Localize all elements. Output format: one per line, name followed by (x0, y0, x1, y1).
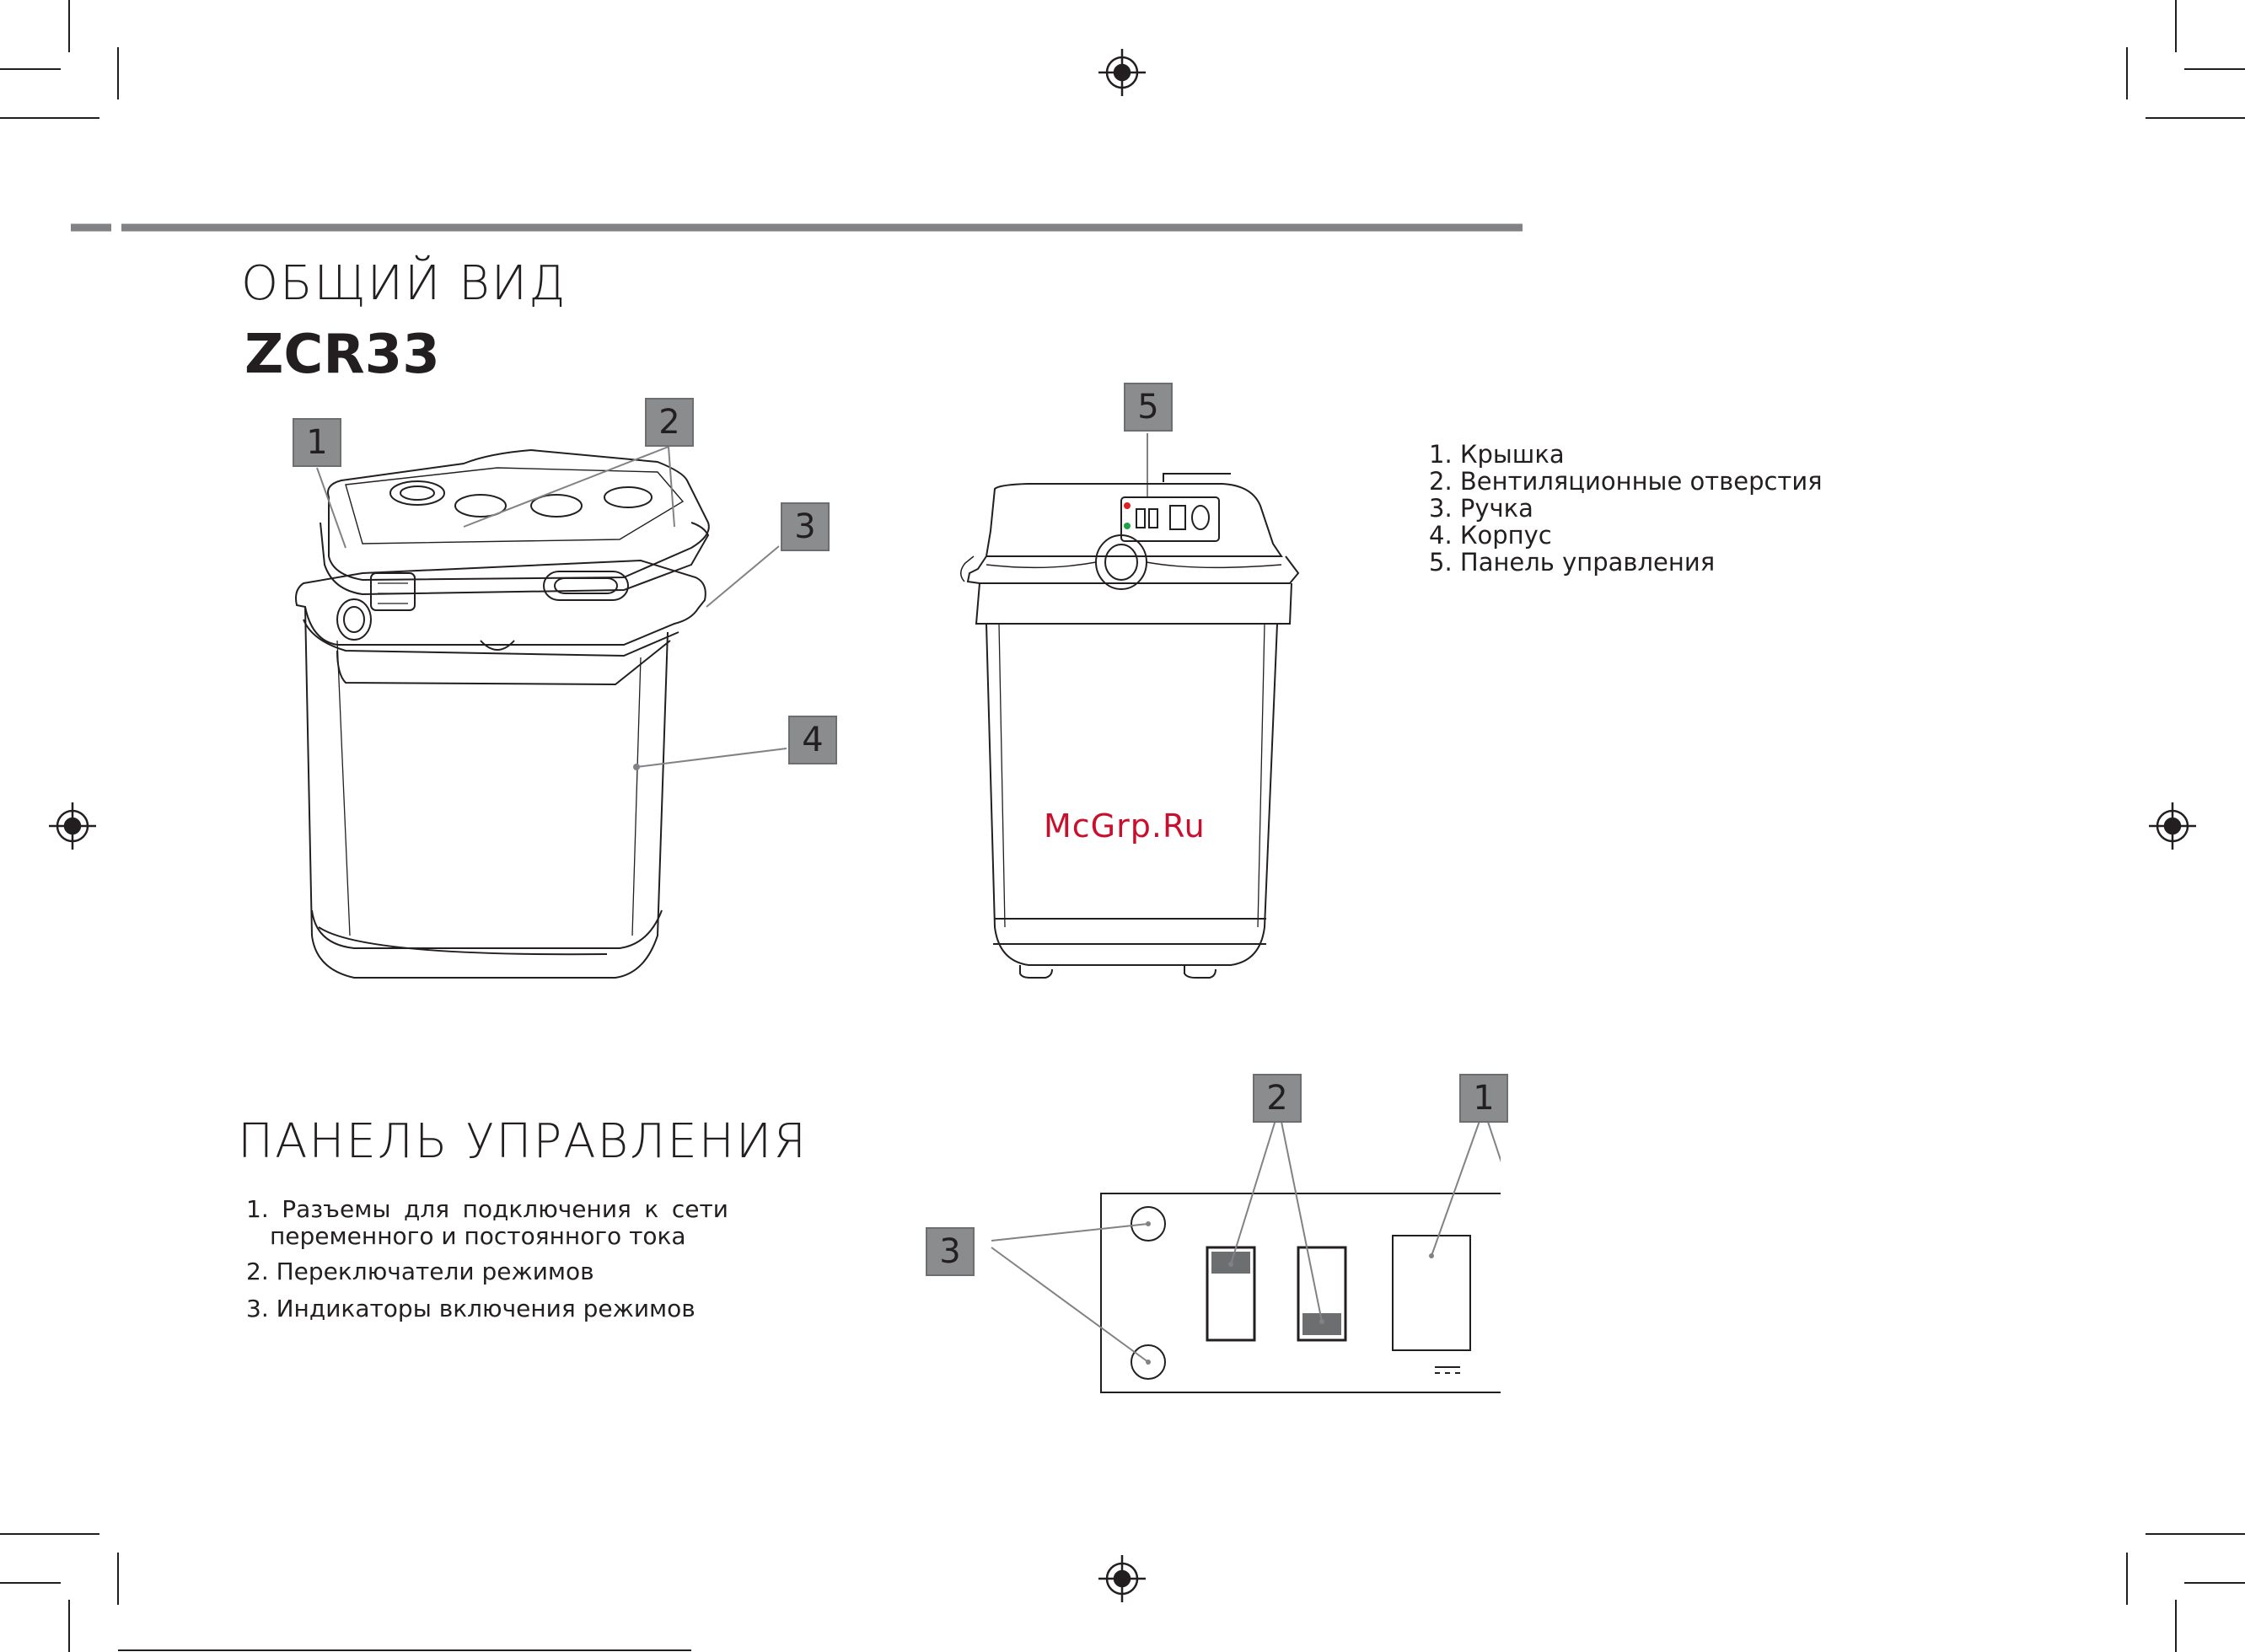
panel-item-1-line-2: переменного и постоянного тока (270, 1222, 686, 1250)
panel-item-3: 3. Индикаторы включения режимов (246, 1295, 696, 1322)
callout-1: 1 (293, 418, 341, 467)
legend-item: 5. Панель управления (1429, 549, 1823, 576)
red-indicator-light (1124, 502, 1131, 509)
cooler-body-outline (305, 607, 668, 978)
panel-callout-2: 2 (1253, 1074, 1302, 1123)
callout-2: 2 (645, 398, 694, 447)
dc-socket (1393, 1236, 1470, 1350)
dc-symbol-icon (1435, 1367, 1460, 1373)
side-handle-knob (337, 599, 371, 640)
registration-mark-bottom (1098, 1555, 1146, 1602)
callout-4: 4 (788, 716, 837, 764)
legend-item: 1. Крышка (1429, 441, 1823, 468)
panel-section-title: ПАНЕЛЬ УПРАВЛЕНИЯ (238, 1114, 808, 1169)
overview-title: ОБЩИЙ ВИД (241, 256, 567, 311)
panel-item-2: 2. Переключатели режимов (246, 1258, 594, 1285)
side-lid (986, 484, 1281, 556)
cooler-perspective-drawing (287, 388, 877, 995)
callout-5: 5 (1124, 383, 1173, 432)
panel-callout-3: 3 (926, 1227, 975, 1276)
panel-items-list: 1. Разъемы для подключения к сети переме… (246, 1195, 731, 1338)
body-pointer-dot (633, 764, 640, 770)
panel-item-1-line-1: 1. Разъемы для подключения к сети (246, 1195, 728, 1223)
callout-3: 3 (781, 502, 830, 551)
panel-frame (1101, 1193, 1501, 1392)
registration-mark-left (49, 802, 96, 850)
side-handle-knob (1096, 535, 1147, 589)
legend-item: 3. Ручка (1429, 495, 1823, 522)
watermark: McGrp.Ru (1044, 807, 1206, 845)
parts-legend: 1. Крышка 2. Вентиляционные отверстия 3.… (1429, 441, 1823, 576)
registration-mark-right (2149, 802, 2196, 850)
green-indicator-light (1124, 523, 1131, 529)
vent-fan-grille (390, 481, 444, 505)
legend-item: 2. Вентиляционные отверстия (1429, 468, 1823, 495)
model-name: ZCR33 (244, 324, 440, 386)
registration-mark-top (1098, 49, 1146, 96)
cooler-side-drawing (953, 472, 1307, 995)
lid-handle (544, 571, 628, 600)
control-panel-drawing (910, 1062, 1501, 1416)
legend-item: 4. Корпус (1429, 522, 1823, 549)
lid-outline (328, 450, 709, 580)
side-body (986, 624, 1277, 965)
panel-callout-1: 1 (1459, 1074, 1508, 1123)
